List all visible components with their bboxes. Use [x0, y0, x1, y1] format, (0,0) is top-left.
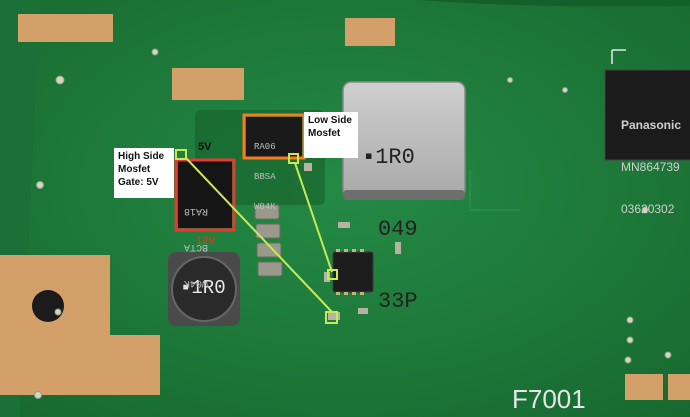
high-side-label: High Side Mosfet Gate: 5V: [114, 148, 174, 198]
high-side-label-line-3: Gate: 5V: [118, 177, 159, 188]
gate-marker-high: [175, 149, 187, 160]
inductor-small: [171, 256, 237, 322]
panasonic-part: MN864739: [621, 160, 680, 174]
board-ref-label: F7001: [512, 384, 586, 414]
high-side-label-line-1: High Side: [118, 151, 165, 162]
trace-line-low: [294, 162, 333, 273]
copper-pad: [625, 374, 663, 400]
five-volt-label: 5V: [198, 141, 212, 153]
high-mosfet-line-1: W04K: [184, 277, 209, 288]
inductor-large-line-1: ▪1R0: [362, 145, 415, 170]
twelve-volt-label: 12V: [196, 235, 216, 247]
copper-pad-large: [0, 255, 160, 395]
low-side-label: Low Side Mosfet: [304, 112, 358, 158]
low-side-mosfet: [246, 117, 302, 157]
board-edge: [0, 0, 690, 7]
high-side-label-line-2: Mosfet: [118, 164, 151, 175]
controller-pin-marker: [327, 269, 338, 280]
inductor-base: [343, 190, 465, 200]
panasonic-brand: Panasonic: [621, 118, 682, 132]
panasonic-ic: [604, 69, 690, 161]
inductor-large-line-2: 049: [378, 217, 418, 242]
gate-marker-low: [288, 153, 299, 164]
inductor-large-marking: ▪1R0 049 33P: [362, 98, 418, 362]
low-mosfet-line-1: RA06: [254, 142, 276, 152]
trace-line-high: [185, 157, 333, 313]
resistor-marker: [325, 311, 338, 324]
high-side-box: [174, 158, 236, 232]
high-mosfet-line-3: RA18: [184, 205, 209, 216]
panasonic-marking: Panasonic MN864739 03620302: [621, 90, 681, 244]
low-side-label-line-1: Low Side: [308, 115, 352, 126]
low-mosfet-line-2: BBSA: [254, 172, 276, 182]
inductor-small-marking: ▪1R0: [180, 277, 226, 299]
trace: [469, 170, 520, 211]
low-mosfet-marking: RA06 BBSA W04K: [254, 122, 276, 232]
copper-pad: [172, 68, 244, 100]
copper-pad: [668, 374, 690, 400]
silkscreen-mark: [611, 49, 626, 64]
low-mosfet-line-3: W04K: [254, 202, 276, 212]
mounting-hole: [32, 290, 64, 322]
capacitor-array: [254, 204, 283, 277]
high-side-mosfet: [178, 160, 232, 228]
copper-pad: [18, 14, 113, 42]
ic-pins: [336, 249, 364, 295]
low-side-label-line-2: Mosfet: [308, 128, 341, 139]
inductor-large-line-3: 33P: [378, 289, 418, 314]
copper-pad: [345, 18, 395, 46]
panasonic-code: 03620302: [621, 202, 675, 216]
